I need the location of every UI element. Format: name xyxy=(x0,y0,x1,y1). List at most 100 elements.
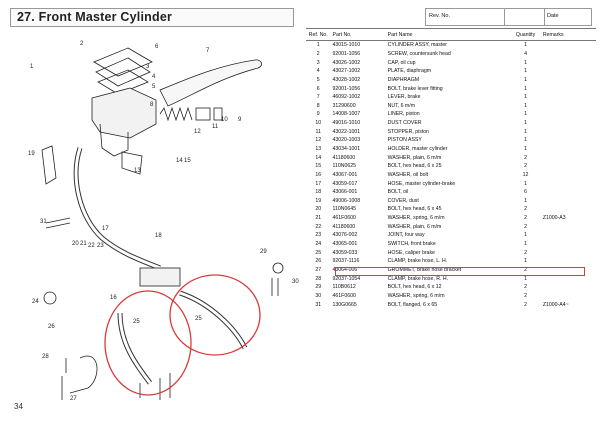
cell-quantity: 1 xyxy=(524,146,527,152)
cell-quantity: 2 xyxy=(524,292,527,299)
cell-part-name: BOLT, hex head, 6 x 45 xyxy=(387,206,442,213)
cell-ref: 16 xyxy=(315,171,322,178)
cell-ref: 10 xyxy=(315,120,322,127)
cell-remarks xyxy=(541,119,596,128)
cell-ref: 5 xyxy=(316,76,320,83)
cell-part-no: 43059-017 xyxy=(332,180,358,187)
cell-ref: 24 xyxy=(315,241,322,248)
callout-labels: 1 2 3 4 5 6 7 8 9 10 11 12 13 14 15 16 1… xyxy=(28,41,299,402)
page-number: 34 xyxy=(14,402,23,411)
cell-remarks xyxy=(541,101,596,110)
cell-part-name: WASHER, spring, 6 m/m xyxy=(387,215,445,222)
cell-quantity: 1 xyxy=(524,258,527,265)
cell-quantity: 2 xyxy=(524,215,527,222)
label-16: 16 xyxy=(110,295,117,301)
cell-ref: 4 xyxy=(316,68,320,75)
cell-part-name: DUST COVER xyxy=(387,120,422,127)
cell-part-name: COVER, dust xyxy=(387,197,419,204)
cell-part-no: 43026-1002 xyxy=(332,59,361,66)
exploded-diagram: 1 2 3 4 5 6 7 8 9 10 11 12 13 14 15 16 1… xyxy=(28,41,299,402)
cell-part-name: BOLT, hex head, 6 x 12 xyxy=(387,284,442,291)
cell-part-no: 92001-1056 xyxy=(332,50,361,57)
cell-ref: 26 xyxy=(315,258,322,265)
cell-part-no: 14008-1007 xyxy=(332,111,361,118)
label-18: 18 xyxy=(155,233,162,239)
cell-ref: 21 xyxy=(315,215,322,222)
cell-ref: 27 xyxy=(315,266,322,273)
master-cylinder-body xyxy=(91,87,157,139)
label-1: 1 xyxy=(30,64,34,70)
cell-quantity: 1 xyxy=(524,120,527,127)
cell-part-no: 43034-1001 xyxy=(332,146,361,152)
cell-remarks xyxy=(541,292,596,301)
cell-part-name: DIAPHRAGM xyxy=(387,76,420,83)
cell-ref: 9 xyxy=(316,111,320,118)
label-25: 25 xyxy=(133,319,140,325)
piston-liner xyxy=(195,107,211,121)
bolt-stack xyxy=(139,373,171,400)
label-9: 9 xyxy=(238,117,242,123)
date-label: Date xyxy=(547,13,559,19)
cell-quantity: 1 xyxy=(524,42,527,49)
cell-remarks xyxy=(541,145,596,154)
cell-quantity: 1 xyxy=(524,197,527,204)
cell-part-no: 110B0612 xyxy=(332,284,356,291)
col-remarks: Remarks xyxy=(540,28,596,41)
cell-ref: 6 xyxy=(316,85,320,92)
label-14: 14 xyxy=(176,158,183,164)
dust-cover-19 xyxy=(41,145,57,185)
col-ref: Ref. No. xyxy=(306,28,331,41)
cell-part-no: 49016-1010 xyxy=(332,120,361,127)
label-23: 23 xyxy=(97,243,104,249)
cell-part-no: 43022-1001 xyxy=(332,128,361,135)
cell-part-name: HOLDER, master cylinder xyxy=(387,146,448,152)
cell-remarks xyxy=(541,41,596,50)
cell-ref: 18 xyxy=(315,189,322,196)
cell-remarks xyxy=(541,136,596,145)
cell-part-name: WASHER, spring, 6 m/m xyxy=(387,292,445,299)
cell-part-no: 43059-033 xyxy=(332,249,358,256)
cell-part-name: CLAMP, brake hose, R. H. xyxy=(387,275,449,282)
cell-part-no: 461F0600 xyxy=(332,215,356,222)
cell-ref: 13 xyxy=(315,146,322,152)
cell-remarks xyxy=(541,248,596,257)
cell-remarks: Z1000-A3 xyxy=(542,215,566,222)
cell-quantity: 12 xyxy=(522,171,529,178)
cell-ref: 28 xyxy=(315,275,322,282)
cell-part-name: BOLT, hex head, 6 x 25 xyxy=(387,163,442,170)
cell-part-no: 92037-1054 xyxy=(332,275,361,282)
col-part-name: Part Name xyxy=(385,28,511,41)
cell-part-no: 31290600 xyxy=(332,102,356,109)
label-13: 13 xyxy=(134,168,141,174)
cell-ref: 22 xyxy=(315,223,322,230)
bolt-left xyxy=(61,358,67,400)
hose-clamp xyxy=(69,355,98,394)
holder-part xyxy=(121,151,143,175)
cell-part-name: BOLT, brake lever fitting xyxy=(387,85,443,92)
cell-part-name: WASHER, oil bolt xyxy=(387,171,429,178)
piston-spring xyxy=(159,106,193,122)
label-11: 11 xyxy=(212,124,219,130)
cell-part-no: 92001-1056 xyxy=(332,85,361,92)
cell-part-name: CLAMP, brake hose, L. H. xyxy=(387,258,448,265)
col-part-no: Part No. xyxy=(330,28,386,41)
col-quantity: Quantity xyxy=(510,28,541,41)
cell-remarks xyxy=(541,205,596,214)
revision-box: Rev. No. Date xyxy=(425,8,592,26)
label-7: 7 xyxy=(206,48,210,54)
cell-part-no: 43064-006 xyxy=(332,266,358,273)
label-28: 28 xyxy=(42,354,49,360)
bolt-31 xyxy=(45,217,71,229)
